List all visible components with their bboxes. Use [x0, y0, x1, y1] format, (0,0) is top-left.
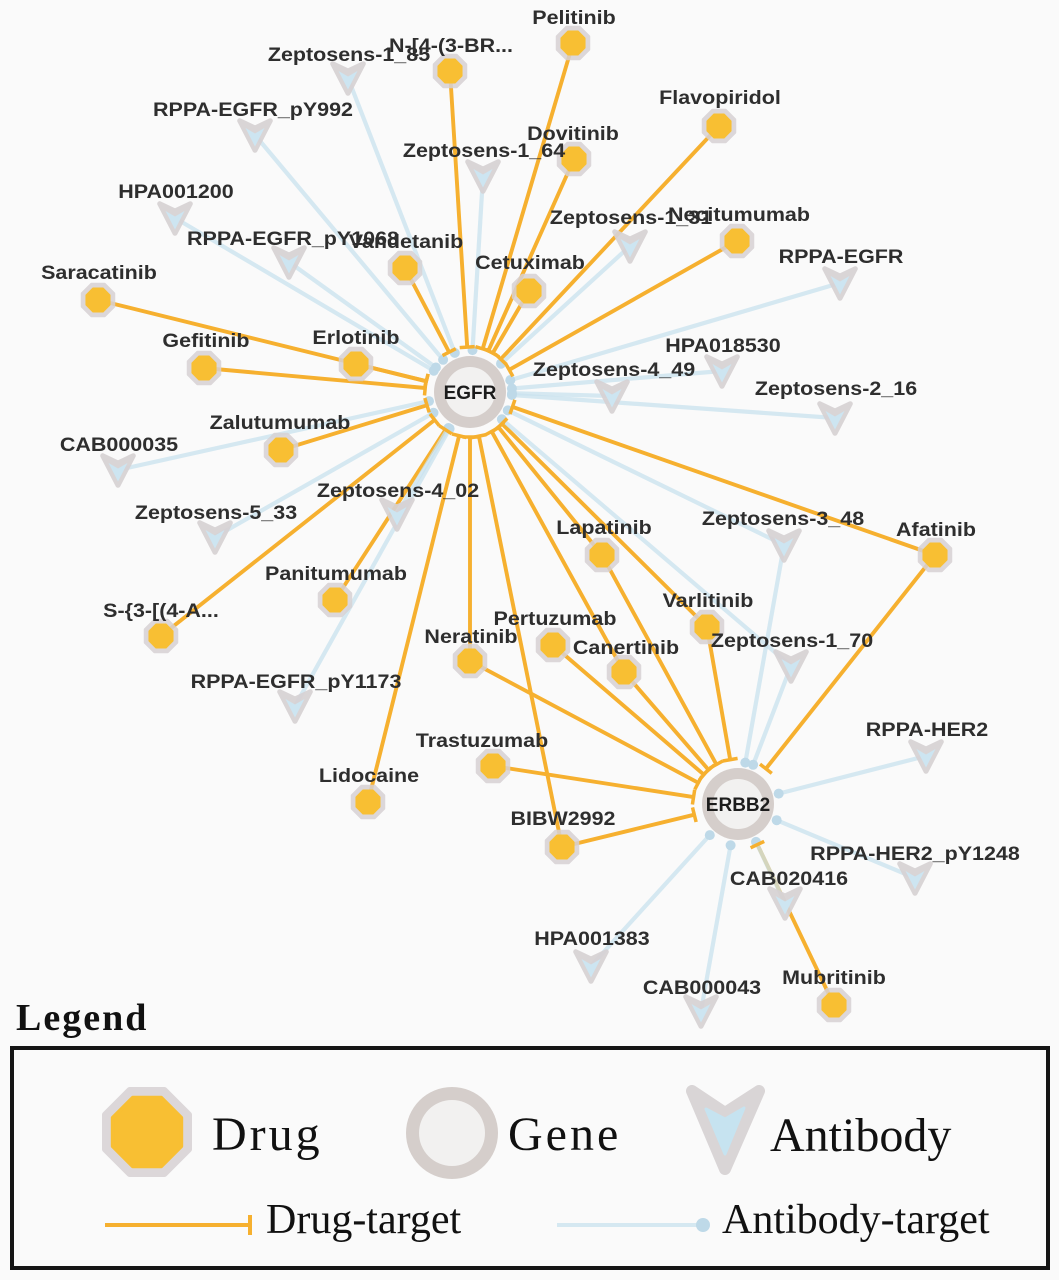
svg-text:Zeptosens-4_02: Zeptosens-4_02 [317, 481, 479, 502]
svg-text:Zeptosens-4_49: Zeptosens-4_49 [533, 360, 695, 381]
svg-text:HPA001200: HPA001200 [118, 182, 233, 203]
svg-text:Zeptosens-1_31: Zeptosens-1_31 [550, 208, 713, 229]
svg-text:Zeptosens-3_48: Zeptosens-3_48 [702, 509, 864, 530]
svg-text:Antibody: Antibody [770, 1109, 951, 1162]
svg-text:Legend: Legend [16, 997, 148, 1039]
svg-text:CAB020416: CAB020416 [730, 869, 848, 890]
svg-text:RPPA-EGFR: RPPA-EGFR [779, 247, 904, 268]
svg-text:Gene: Gene [508, 1108, 621, 1161]
svg-text:Lapatinib: Lapatinib [556, 518, 651, 539]
svg-text:RPPA-EGFR_pY1068: RPPA-EGFR_pY1068 [187, 229, 399, 250]
svg-text:RPPA-EGFR_pY1173: RPPA-EGFR_pY1173 [191, 672, 402, 693]
svg-text:Panitumumab: Panitumumab [265, 564, 407, 585]
svg-text:HPA001383: HPA001383 [534, 929, 649, 950]
svg-text:Canertinib: Canertinib [573, 638, 679, 659]
svg-text:Pertuzumab: Pertuzumab [494, 609, 617, 630]
svg-text:BIBW2992: BIBW2992 [511, 809, 616, 830]
svg-text:CAB000043: CAB000043 [643, 978, 761, 999]
svg-text:Gefitinib: Gefitinib [162, 331, 249, 352]
svg-text:S-{3-[(4-A...: S-{3-[(4-A... [103, 601, 219, 622]
svg-text:ERBB2: ERBB2 [706, 795, 770, 816]
svg-text:Dovitinib: Dovitinib [527, 124, 619, 145]
svg-text:RPPA-HER2: RPPA-HER2 [866, 720, 989, 741]
svg-text:RPPA-EGFR_pY992: RPPA-EGFR_pY992 [153, 100, 353, 121]
svg-text:Flavopiridol: Flavopiridol [659, 88, 781, 109]
svg-text:Pelitinib: Pelitinib [532, 8, 616, 29]
svg-text:Lidocaine: Lidocaine [319, 766, 419, 787]
svg-text:HPA018530: HPA018530 [665, 336, 780, 357]
svg-text:RPPA-HER2_pY1248: RPPA-HER2_pY1248 [810, 844, 1020, 865]
svg-text:Vandetanib: Vandetanib [349, 232, 464, 253]
svg-text:Necitumumab: Necitumumab [668, 205, 810, 226]
svg-text:Antibody-target: Antibody-target [722, 1197, 990, 1243]
svg-text:Zeptosens-2_16: Zeptosens-2_16 [755, 379, 917, 400]
svg-text:Cetuximab: Cetuximab [475, 253, 585, 274]
svg-text:Zeptosens-1_85: Zeptosens-1_85 [268, 45, 431, 66]
svg-text:Saracatinib: Saracatinib [41, 263, 157, 284]
svg-text:Zalutumumab: Zalutumumab [210, 413, 351, 434]
svg-text:Neratinib: Neratinib [424, 627, 517, 648]
svg-text:Afatinib: Afatinib [896, 520, 976, 541]
svg-text:Erlotinib: Erlotinib [312, 328, 399, 349]
svg-text:Zeptosens-1_64: Zeptosens-1_64 [403, 141, 566, 162]
svg-text:Trastuzumab: Trastuzumab [416, 731, 548, 752]
svg-text:Zeptosens-1_70: Zeptosens-1_70 [711, 631, 873, 652]
svg-text:Mubritinib: Mubritinib [782, 968, 886, 989]
svg-text:EGFR: EGFR [444, 383, 497, 404]
svg-text:CAB000035: CAB000035 [60, 435, 179, 456]
svg-text:Varlitinib: Varlitinib [663, 591, 754, 612]
svg-text:N-[4-(3-BR...: N-[4-(3-BR... [389, 36, 513, 57]
svg-text:Drug-target: Drug-target [266, 1197, 461, 1243]
svg-text:Zeptosens-5_33: Zeptosens-5_33 [135, 503, 297, 524]
svg-text:Drug: Drug [212, 1108, 323, 1161]
